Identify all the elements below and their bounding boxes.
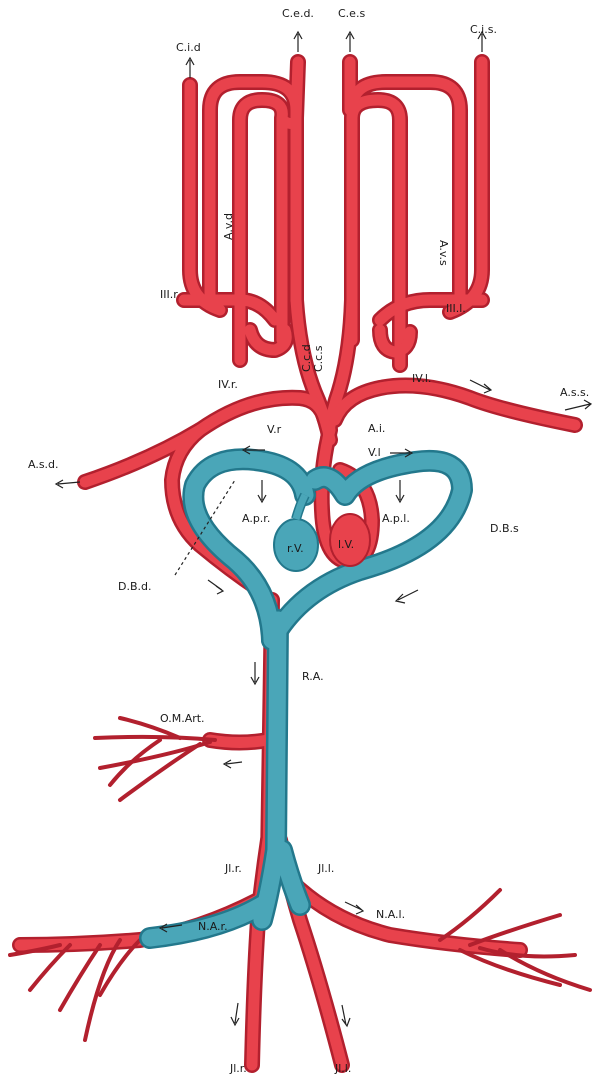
label-cid: C.i.d [176, 41, 201, 54]
label-avd: A.v.d [222, 213, 235, 240]
label-ces: C.e.s [338, 7, 365, 20]
label-apl: A.p.l. [382, 512, 410, 525]
label-apr: A.p.r. [242, 512, 270, 525]
label-ra: R.A. [302, 670, 324, 683]
label-cis: C.i.s. [470, 23, 497, 36]
label-asd: A.s.d. [28, 458, 59, 471]
label-ass: A.s.s. [560, 386, 589, 399]
arrow-omart [224, 760, 242, 768]
label-iii-l: III.l. [446, 302, 466, 315]
label-vr: V.r [267, 423, 282, 436]
arrow-dbs [396, 590, 418, 603]
arrow-up-cid [186, 58, 194, 78]
label-nar: N.A.r. [198, 920, 228, 933]
label-dbs: D.B.s [490, 522, 519, 535]
label-iv-r: IV.r. [218, 378, 238, 391]
label-rv: r.V. [287, 542, 304, 555]
label-jl-r-bottom: Jl.r. [229, 1062, 247, 1075]
arrow-ass [565, 400, 591, 410]
arrow-apr [258, 480, 266, 502]
arrow-jlr-bottom [231, 1003, 239, 1025]
label-nal: N.A.l. [376, 908, 405, 921]
label-avs: A.v.s [437, 240, 450, 266]
label-ai: A.i. [368, 422, 385, 435]
label-ccs: C.c.s [312, 345, 325, 372]
label-iii-r: III.r [160, 288, 178, 301]
label-jl-r-top: Jl.r. [224, 862, 242, 875]
venous-system [150, 459, 462, 938]
label-jl-l-bottom: Jl.l. [334, 1062, 351, 1075]
arrow-up-ces [346, 32, 354, 52]
arrow-apl [396, 480, 404, 502]
arrow-dbd [208, 580, 223, 594]
label-jl-l-top: Jl.l. [317, 862, 334, 875]
arrow-ra [251, 662, 259, 684]
label-iv-l: IV.l. [412, 372, 431, 385]
label-lv: l.V. [338, 538, 354, 551]
arrow-asd [56, 480, 80, 488]
label-omart: O.M.Art. [160, 712, 205, 725]
arrow-up-ced [294, 32, 302, 52]
label-vl: V.l [368, 446, 381, 459]
label-dbd: D.B.d. [118, 580, 152, 593]
label-ced: C.e.d. [282, 7, 314, 20]
arrow-jll-bottom [342, 1005, 350, 1026]
